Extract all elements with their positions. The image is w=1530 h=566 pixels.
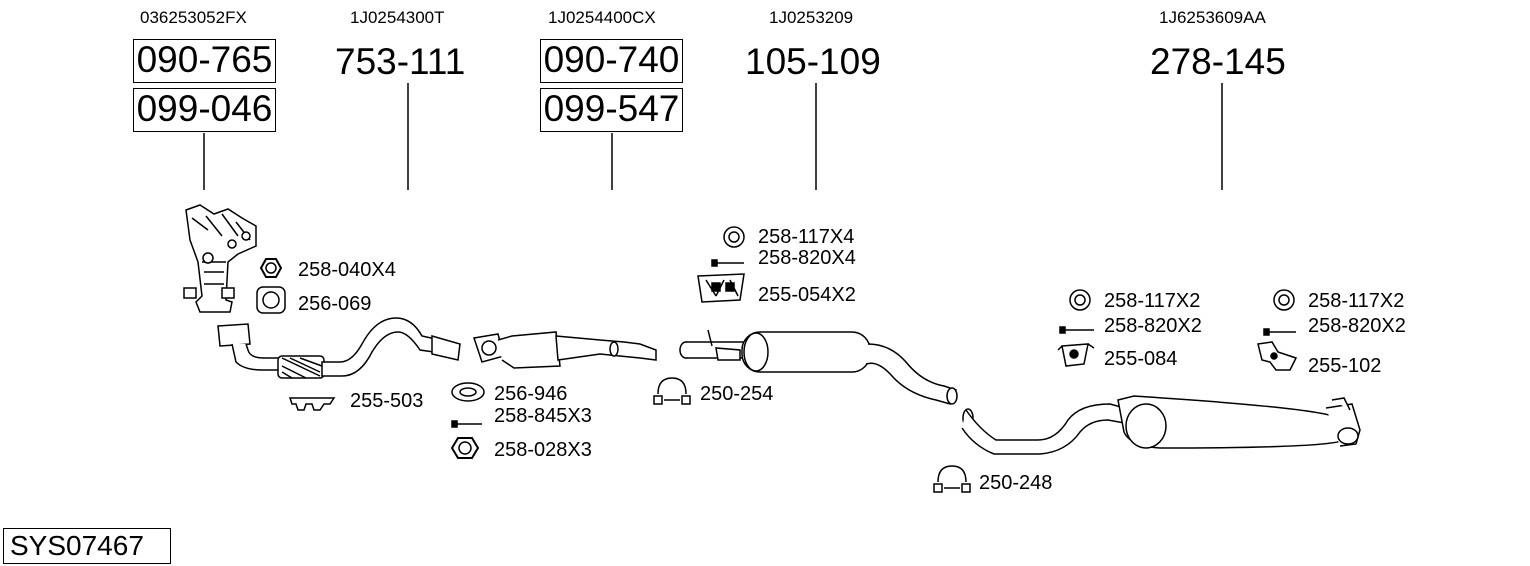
fitting-label[interactable]: 256-069 <box>298 293 372 315</box>
fitting-label[interactable]: 258-845X3 <box>494 405 592 427</box>
middle-silencer-drawing <box>679 329 958 405</box>
fitting-label[interactable]: 255-054X2 <box>758 284 856 306</box>
bracket-icon <box>1257 341 1298 371</box>
part-number[interactable]: 278-145 <box>1150 41 1286 82</box>
rubber-mount-icon <box>1057 343 1095 367</box>
catalytic-converter-drawing <box>473 331 657 369</box>
fitting-label[interactable]: 258-820X2 <box>1308 315 1406 337</box>
fitting-label[interactable]: 255-503 <box>350 390 424 412</box>
clamp-icon <box>933 465 971 493</box>
oem-number: 1J0253209 <box>769 8 854 27</box>
front-pipe-drawing <box>217 317 461 379</box>
oem-number: 1J6253609AA <box>1159 8 1266 27</box>
system-id-badge: SYS07467 <box>3 528 171 564</box>
part-number-box[interactable]: 090-740 <box>540 39 683 83</box>
bolt-icon <box>1263 328 1296 336</box>
washer-icon <box>1273 289 1295 311</box>
oem-number: 1J0254300T <box>350 8 445 27</box>
fitting-label[interactable]: 255-102 <box>1308 355 1382 377</box>
hex-nut-icon <box>259 258 283 278</box>
fitting-label[interactable]: 250-254 <box>700 383 774 405</box>
gasket-icon <box>256 286 286 314</box>
oem-number: 036253052FX <box>140 8 247 27</box>
part-number-box[interactable]: 099-547 <box>540 88 683 132</box>
bolt-icon <box>451 420 482 428</box>
part-number-box[interactable]: 099-046 <box>133 88 276 132</box>
washer-icon <box>723 226 745 248</box>
bolt-icon <box>1059 326 1094 334</box>
fitting-label[interactable]: 258-117X2 <box>1104 290 1201 312</box>
exhaust-manifold-drawing <box>183 204 257 313</box>
part-number[interactable]: 105-109 <box>745 41 881 82</box>
rubber-mount-icon <box>288 397 336 411</box>
part-number-box[interactable]: 090-765 <box>133 39 276 83</box>
bolt-icon <box>711 259 744 267</box>
clamp-icon <box>653 377 691 405</box>
rear-silencer-drawing <box>961 395 1361 455</box>
fitting-label[interactable]: 258-040X4 <box>298 259 396 281</box>
fitting-label[interactable]: 250-248 <box>979 472 1053 494</box>
oem-number: 1J0254400CX <box>548 8 656 27</box>
ring-gasket-icon <box>451 382 485 402</box>
fitting-label[interactable]: 258-117X2 <box>1308 290 1405 312</box>
part-number[interactable]: 753-111 <box>335 41 466 82</box>
rubber-mount-icon <box>697 273 745 303</box>
fitting-label[interactable]: 258-820X2 <box>1104 315 1202 337</box>
hex-nut-icon <box>450 437 480 459</box>
fitting-label[interactable]: 258-117X4 <box>758 226 855 248</box>
fitting-label[interactable]: 258-028X3 <box>494 439 592 461</box>
fitting-label[interactable]: 258-820X4 <box>758 247 856 269</box>
fitting-label[interactable]: 256-946 <box>494 383 568 405</box>
washer-icon <box>1069 289 1091 311</box>
fitting-label[interactable]: 255-084 <box>1104 348 1178 370</box>
